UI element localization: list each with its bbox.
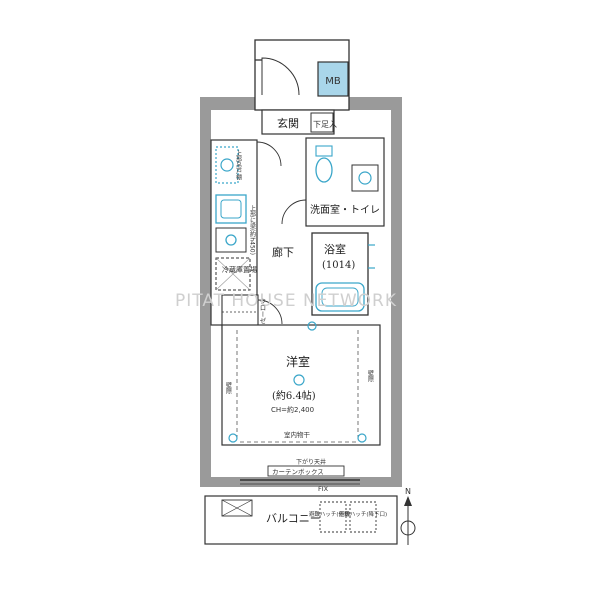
- soffit-label: 下がり天井: [296, 458, 326, 466]
- toilet: [315, 157, 333, 183]
- compass-north: N: [405, 487, 411, 496]
- outlet-icon: [307, 321, 317, 331]
- hatch-partition: [319, 501, 347, 533]
- washroom-door-swing: [281, 199, 307, 225]
- bath-label: 浴室: [324, 242, 346, 256]
- bath-size: (1014): [322, 260, 355, 271]
- kitchen-door-swing: [256, 141, 282, 167]
- fix-label: FIX: [318, 485, 329, 493]
- shoe-box: [310, 112, 334, 133]
- entry-door-swing: [261, 57, 300, 96]
- wash-basin: [351, 164, 379, 192]
- outlet-icon: [357, 433, 367, 443]
- shoe-box-label: 下足入: [313, 120, 337, 129]
- washer-space: [215, 146, 239, 184]
- kitchen-stove: [215, 227, 247, 253]
- overhead-label: 上部に梁(約h450): [249, 204, 256, 255]
- western-label: 洋室: [286, 354, 310, 369]
- closet-door-swing: [257, 299, 283, 325]
- upper-wall-label: 上部吊戸棚: [235, 149, 242, 181]
- wall-side-left: 壁際: [225, 381, 232, 395]
- curtain-box-label: カーテンボックス: [272, 468, 324, 476]
- hatch-lower: [349, 501, 377, 533]
- curtain-box: [267, 465, 345, 477]
- western-size: (約6.4帖): [272, 389, 316, 402]
- indoor-drying-label: 室内物干: [284, 430, 311, 439]
- entrance-label: 玄関: [277, 116, 299, 130]
- compass-icon: [400, 496, 416, 545]
- ceiling-height: CH=約2,400: [271, 405, 314, 414]
- closet-label: クローゼット: [258, 298, 266, 338]
- ceiling-light-icon: [293, 374, 305, 386]
- washroom-label: 洗面室・トイレ: [310, 203, 380, 216]
- mb-box: [317, 61, 349, 97]
- corridor-label: 廊下: [272, 245, 294, 259]
- hatch-lower-label: 避難ハッチ(降下口): [339, 510, 387, 518]
- hatch-partition-label: 避難ハッチ(仕切板): [309, 510, 357, 518]
- watermark: PITAT HOUSE NETWORK: [175, 291, 397, 311]
- outlet-icon: [228, 433, 238, 443]
- bathtub: [315, 282, 365, 312]
- fridge-label: 冷蔵庫置場: [222, 265, 257, 274]
- balcony-label: バルコニー: [266, 512, 321, 525]
- mb-label: MB: [325, 76, 341, 87]
- wall-side-right: 壁際: [367, 369, 374, 383]
